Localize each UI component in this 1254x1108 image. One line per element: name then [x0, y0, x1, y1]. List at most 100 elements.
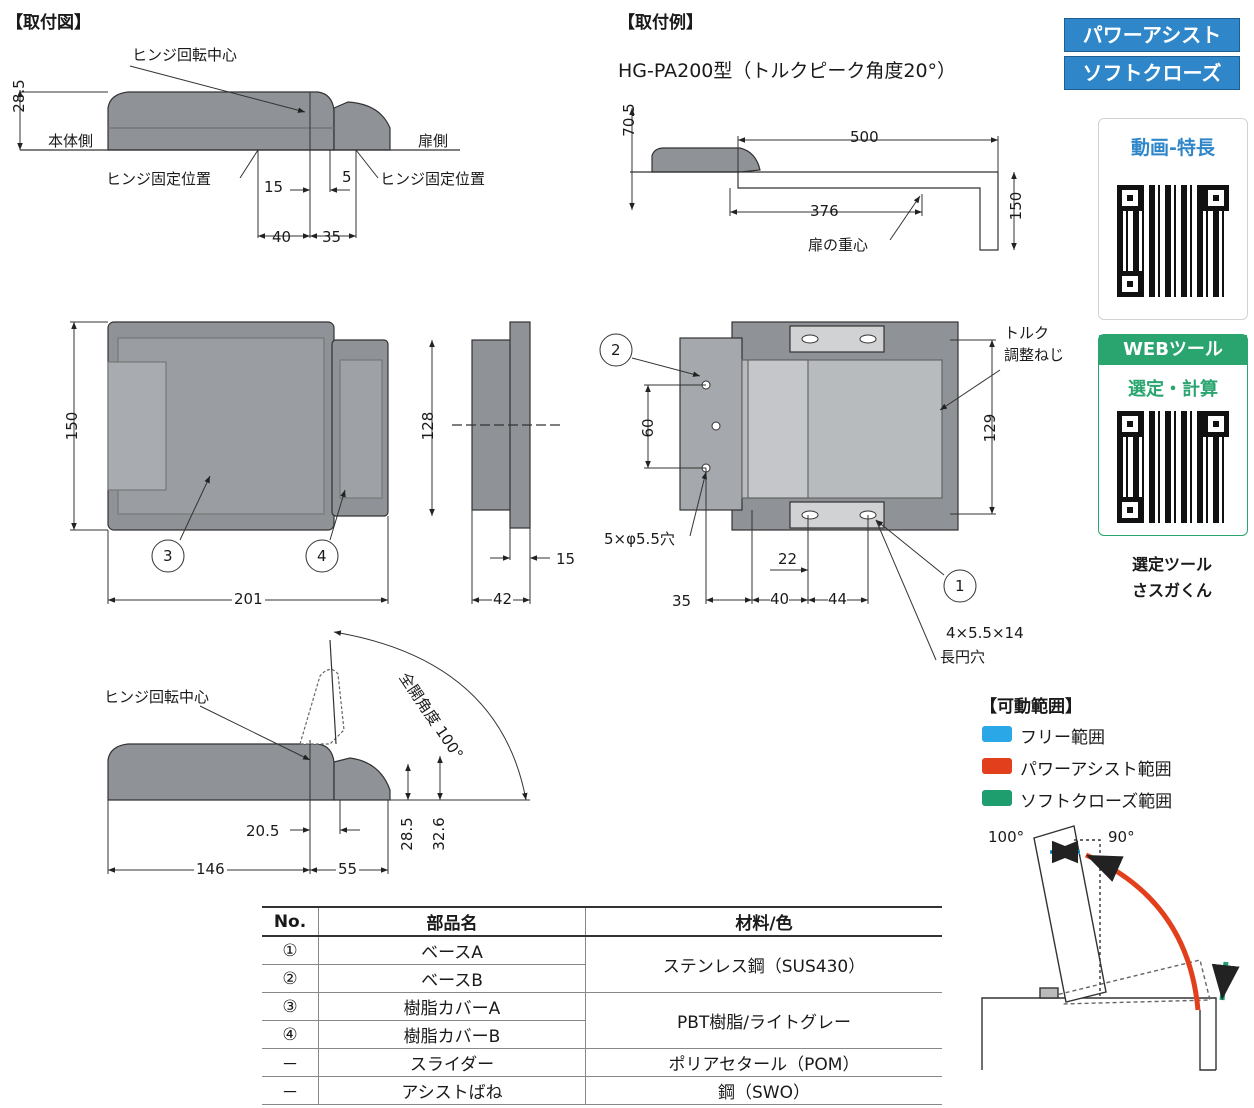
dim-128: 128: [419, 411, 437, 441]
legend-soft-close: ソフトクローズ範囲: [1020, 792, 1173, 812]
table-row: ① ベースA ステンレス鋼（SUS430）: [262, 936, 942, 993]
dim-22: 22: [778, 550, 798, 568]
callout-3-circle: [151, 539, 185, 573]
cell-material: ポリアセタール（POM）: [585, 1048, 942, 1077]
cell-no: －: [262, 1076, 319, 1105]
cell-material: PBT樹脂/ライトグレー: [585, 992, 942, 1049]
cell-no: ③: [262, 992, 319, 1021]
label-body-side: 本体側: [48, 132, 94, 150]
dim-150-example: 150: [1007, 191, 1025, 221]
front-view: [107, 321, 389, 531]
dim-201: 201: [232, 590, 265, 608]
dim-40-plan: 40: [770, 590, 790, 608]
legend-swatch-soft-close: [982, 790, 1012, 806]
parts-table: No. 部品名 材料/色 ① ベースA ステンレス鋼（SUS430） ② ベース…: [262, 906, 942, 1105]
open-view: [107, 639, 391, 801]
legend-swatch-free: [982, 726, 1012, 742]
plan-dims: [631, 339, 1001, 661]
label-hinge-center-open: ヒンジ回転中心: [104, 688, 210, 706]
callout-1: 1: [955, 577, 965, 595]
badge-power-assist: パワーアシスト: [1064, 18, 1240, 52]
label-torque-1: トルク: [1004, 324, 1050, 342]
col-material: 材料/色: [585, 906, 942, 937]
table-row: ③ 樹脂カバーA PBT樹脂/ライトグレー: [262, 992, 942, 1049]
dim-500: 500: [850, 128, 879, 146]
dim-42: 42: [492, 590, 514, 608]
dim-55: 55: [336, 860, 360, 878]
cell-name: 樹脂カバーA: [318, 992, 586, 1021]
cell-name: アシストばね: [318, 1076, 586, 1105]
card-web-tool-title: 選定・計算: [1128, 379, 1218, 400]
col-part-name: 部品名: [318, 906, 586, 937]
col-no: No.: [262, 906, 319, 937]
cell-no: －: [262, 1048, 319, 1077]
angle-90: 90°: [1108, 828, 1135, 846]
dim-35-plan: 35: [672, 592, 692, 610]
qr-code-web-tool[interactable]: [1117, 411, 1229, 523]
callout-1-circle: [943, 569, 977, 603]
label-slot-2: 長円穴: [940, 648, 986, 666]
dim-32-6: 32.6: [430, 817, 448, 851]
dim-150-front: 150: [63, 411, 81, 441]
label-fix-pos-left: ヒンジ固定位置: [106, 170, 212, 188]
top-view-hinge: [20, 91, 460, 151]
legend-swatch-power-assist: [982, 758, 1012, 774]
range-arrows: [1050, 840, 1240, 1011]
top-view-dims: [17, 65, 379, 239]
badge-soft-close: ソフトクローズ: [1064, 56, 1240, 90]
dim-146: 146: [194, 860, 227, 878]
angle-100: 100°: [988, 828, 1025, 846]
cell-material: 鋼（SWO）: [585, 1076, 942, 1105]
tool-caption: 選定ツール さスガくん: [1098, 552, 1246, 604]
dim-28-5-open: 28.5: [398, 817, 416, 851]
dim-15-top: 15: [264, 178, 284, 196]
table-row: － スライダー ポリアセタール（POM）: [262, 1048, 942, 1077]
dim-60: 60: [639, 418, 657, 438]
dim-44: 44: [828, 590, 848, 608]
label-fix-pos-right: ヒンジ固定位置: [380, 170, 486, 188]
cell-no: ②: [262, 964, 319, 993]
plan-holes: [701, 334, 877, 520]
cell-material: ステンレス鋼（SUS430）: [585, 936, 942, 993]
model-caption: HG-PA200型（トルクピーク角度20°）: [618, 60, 957, 82]
tool-caption-2: さスガくん: [1131, 581, 1212, 600]
card-web-tool-tag: WEBツール: [1099, 335, 1247, 365]
card-video[interactable]: 動画-特長: [1098, 118, 1248, 320]
legend-power-assist: パワーアシスト範囲: [1020, 760, 1172, 780]
cell-name: 樹脂カバーB: [318, 1020, 586, 1049]
side-view: [452, 321, 560, 529]
callout-4: 4: [317, 547, 327, 565]
example-dims: [629, 108, 1017, 250]
label-door-cog: 扉の重心: [808, 236, 869, 254]
card-video-title: 動画-特長: [1131, 137, 1215, 159]
dim-129: 129: [981, 413, 999, 443]
header-motion-range: 【可動範囲】: [980, 697, 1082, 717]
table-row: ④ 樹脂カバーB: [262, 1020, 942, 1049]
table-row: － アシストばね 鋼（SWO）: [262, 1076, 942, 1105]
header-mounting-example: 【取付例】: [618, 13, 703, 33]
callout-2: 2: [611, 341, 621, 359]
label-hinge-center: ヒンジ回転中心: [132, 46, 238, 64]
label-hole: 5×φ5.5穴: [604, 530, 675, 548]
callout-4-circle: [305, 539, 339, 573]
qr-code-video[interactable]: [1117, 185, 1229, 297]
label-door-side: 扉側: [418, 132, 449, 150]
dim-40-top: 40: [272, 228, 292, 246]
table-header-row: No. 部品名 材料/色: [262, 906, 942, 937]
cell-name: スライダー: [318, 1048, 586, 1077]
label-torque-2: 調整ねじ: [1004, 346, 1065, 364]
dim-28-5-top: 28.5: [10, 79, 28, 113]
dim-376: 376: [810, 202, 839, 220]
plan-view: [679, 321, 959, 531]
example-view: [630, 147, 999, 251]
legend-free: フリー範囲: [1020, 728, 1105, 748]
label-slot-1: 4×5.5×14: [946, 624, 1024, 642]
dim-20-5: 20.5: [246, 822, 280, 840]
table-row: ② ベースB: [262, 964, 942, 993]
tool-caption-1: 選定ツール: [1131, 555, 1212, 574]
dim-35-top: 35: [322, 228, 342, 246]
range-figure: [981, 825, 1217, 1071]
callout-2-circle: [599, 333, 633, 367]
callout-3: 3: [163, 547, 173, 565]
card-web-tool[interactable]: WEBツール 選定・計算: [1098, 334, 1248, 536]
